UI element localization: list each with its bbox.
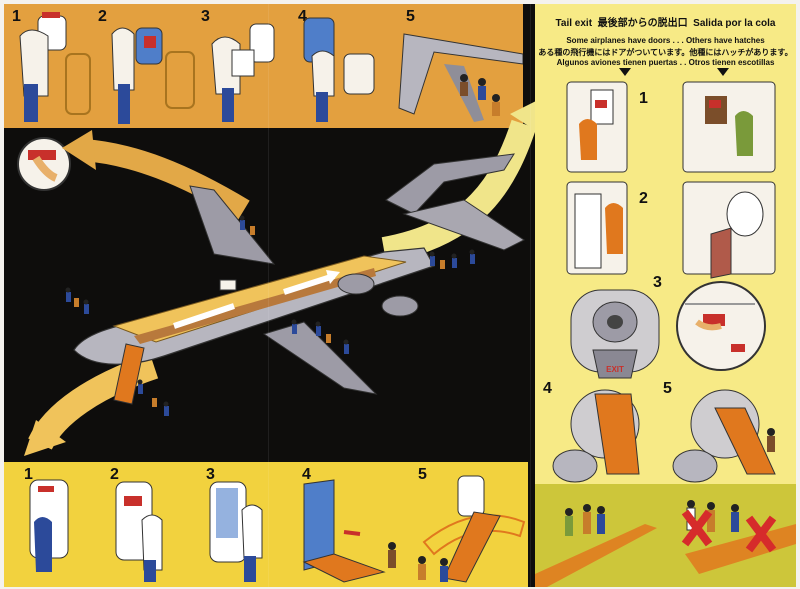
caption-ja: ある種の飛行機にはドアがついています。他種にはハッチがあります。 [538,48,793,57]
tail-exit-title: Tail exit 最後部からの脱出口 Salida por la cola [535,14,796,29]
caption-en: Some airplanes have doors . . . Others h… [566,36,765,45]
evacuate-away-panel [535,484,796,587]
title-es: Salida por la cola [693,18,776,29]
step-number: 3 [201,8,210,25]
caption-es: Algunos aviones tienen puertas . . Otros… [556,58,775,67]
step-number: 1 [24,466,33,483]
fold-line [530,4,531,587]
door-steps-illustration [29,475,526,583]
fold-line [268,4,269,587]
step-number: 4 [298,8,307,25]
step-number: 3 [653,274,662,291]
overwing-steps-illustration [19,12,523,124]
overwing-exit-panel: 1 2 3 4 5 [4,4,523,128]
step-number: 5 [406,8,415,25]
step-number: 1 [12,8,21,25]
step-number: 2 [110,466,119,483]
aircraft-cutaway [65,153,525,416]
handle-detail [17,137,71,191]
door-slide-panel: 1 2 3 4 5 [4,462,528,587]
safety-card: 1 2 3 4 5 [4,4,796,587]
step-number: 4 [543,380,552,397]
arrow-icon [83,139,250,220]
door-handle-icon [28,150,56,160]
step-number: 5 [418,466,427,483]
tail-exit-panel: Tail exit 最後部からの脱出口 Salida por la cola S… [535,4,796,484]
title-en: Tail exit [555,18,593,29]
step-number: 2 [98,8,107,25]
step-number: 5 [663,380,672,397]
exit-sign-icon: EXIT [606,365,624,374]
move-away-illustration [535,500,796,587]
step-number: 2 [639,190,648,207]
step-number: 3 [206,466,215,483]
prohibited-cross-icon [681,509,777,553]
tail-exit-illustration: EXIT [552,68,776,483]
step-number: 1 [639,90,648,107]
step-number: 4 [302,466,311,483]
title-ja: 最後部からの脱出口 [597,18,688,29]
